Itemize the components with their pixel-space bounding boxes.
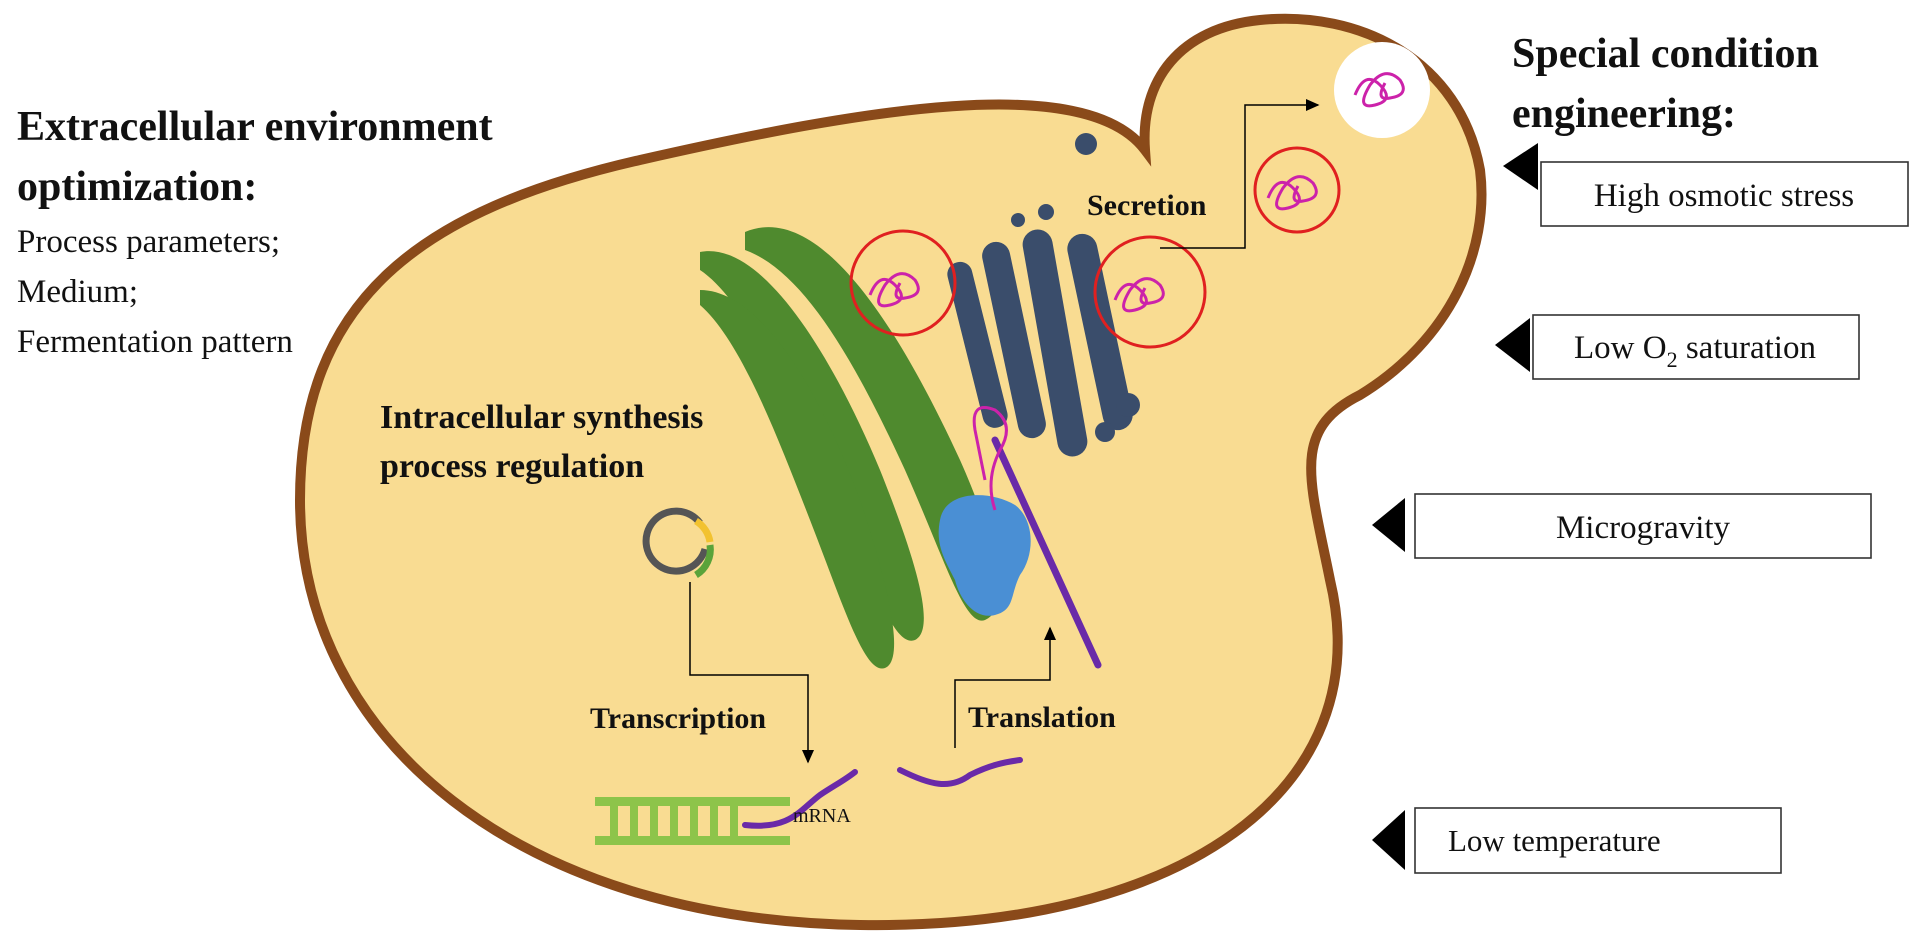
- vesicle-right: [1253, 146, 1341, 234]
- transcription-arrow: [689, 582, 814, 764]
- condition-label-4: Low temperature: [1448, 823, 1661, 858]
- mrna-label: mRNA: [793, 805, 851, 827]
- condition-low-temperature: Low temperature: [1372, 807, 1782, 874]
- yeast-cell-membrane: [294, 13, 1487, 931]
- translation-label: Translation: [968, 701, 1116, 734]
- plasmid-icon: [642, 507, 714, 578]
- condition-label-2-sub: 2: [1667, 347, 1678, 372]
- vesicle-left: [849, 229, 957, 337]
- vesicle-middle: [1093, 235, 1207, 349]
- endoplasmic-reticulum: [700, 227, 999, 669]
- left-item-1: Process parameters;: [17, 224, 280, 260]
- condition-label-2-main: Low O: [1574, 330, 1667, 366]
- left-item-3: Fermentation pattern: [17, 324, 293, 360]
- secretion-label: Secretion: [1087, 189, 1207, 222]
- pointer-triangle-icon: [1503, 143, 1538, 190]
- transcription-label: Transcription: [590, 702, 766, 735]
- secreted-protein-icon: [1353, 72, 1405, 108]
- condition-low-o2-saturation: Low O2 saturation: [1495, 314, 1860, 380]
- condition-microgravity: Microgravity: [1372, 493, 1872, 559]
- golgi-apparatus: [947, 133, 1140, 457]
- condition-label-3: Microgravity: [1556, 510, 1731, 546]
- pointer-triangle-icon: [1495, 318, 1530, 372]
- condition-label-2-rest: saturation: [1678, 330, 1816, 366]
- ribosome: [938, 495, 1031, 616]
- condition-high-osmotic-stress: High osmotic stress: [1503, 143, 1909, 227]
- right-title-line2: engineering:: [1512, 91, 1736, 137]
- translation-arrow: [954, 626, 1056, 748]
- intracellular-label-1: Intracellular synthesis: [380, 399, 703, 436]
- left-title-line1: Extracellular environment: [17, 104, 493, 150]
- left-item-2: Medium;: [17, 274, 138, 310]
- mrna-strand-2: [897, 757, 1023, 788]
- intracellular-label-2: process regulation: [380, 448, 644, 485]
- secretion-arrow: [1160, 99, 1320, 249]
- pointer-triangle-icon: [1372, 810, 1405, 870]
- dna-icon: [595, 797, 790, 845]
- condition-label-2: Low O2 saturation: [1574, 330, 1816, 372]
- left-title-line2: optimization:: [17, 164, 257, 210]
- right-title-line1: Special condition: [1512, 31, 1819, 77]
- mrna-strand-ribosome: [991, 436, 1102, 669]
- condition-label-1: High osmotic stress: [1594, 178, 1854, 214]
- nascent-protein: [972, 406, 1008, 511]
- mrna-strand: [742, 769, 858, 829]
- pointer-triangle-icon: [1372, 498, 1405, 552]
